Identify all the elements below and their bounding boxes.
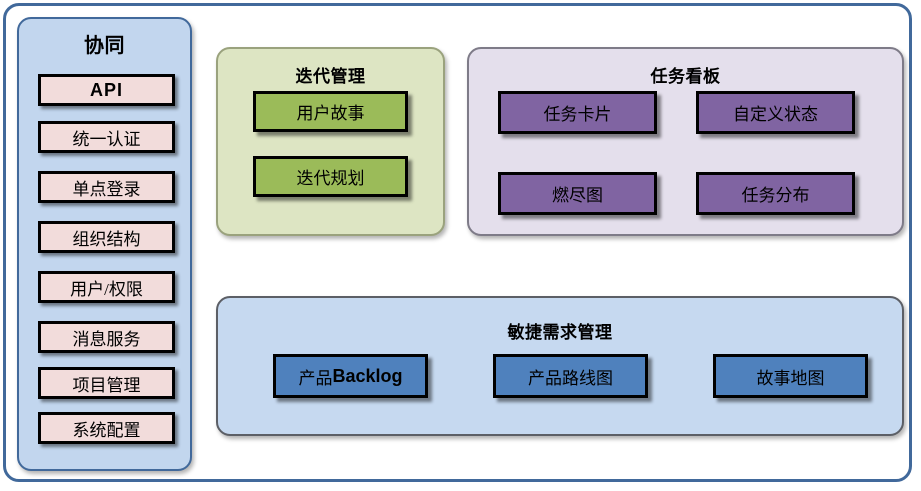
agile-item-story-map[interactable]: 故事地图 [713, 354, 868, 398]
sidebar-panel-collaboration[interactable]: 协同 API 统一认证 单点登录 组织结构 用户/权限 消息服务 项目管理 系统… [17, 17, 192, 471]
iteration-panel-title: 迭代管理 [295, 67, 366, 86]
agile-item-product-backlog-latin: Backlog [332, 365, 403, 386]
sidebar-item-user-permission[interactable]: 用户/权限 [38, 271, 175, 303]
task-board-panel[interactable]: 任务看板 任务卡片 自定义状态 燃尽图 任务分布 [467, 47, 904, 236]
sidebar-item-org-structure[interactable]: 组织结构 [38, 221, 175, 253]
taskboard-item-custom-status[interactable]: 自定义状态 [696, 91, 855, 134]
sidebar-item-system-config[interactable]: 系统配置 [38, 412, 175, 444]
outer-frame-border [3, 3, 912, 482]
sidebar-item-message-service[interactable]: 消息服务 [38, 321, 175, 353]
agile-panel-title: 敏捷需求管理 [507, 323, 613, 342]
task-board-panel-title: 任务看板 [650, 67, 721, 86]
sidebar-item-api[interactable]: API [38, 74, 175, 106]
taskboard-item-task-distribution[interactable]: 任务分布 [696, 172, 855, 215]
sidebar-title: 协同 [84, 35, 125, 57]
sidebar-item-unified-auth[interactable]: 统一认证 [38, 121, 175, 153]
iteration-management-panel[interactable]: 迭代管理 用户故事 迭代规划 [216, 47, 445, 236]
agile-item-product-backlog-cn: 产品 [298, 368, 333, 388]
agile-item-product-roadmap[interactable]: 产品路线图 [493, 354, 648, 398]
sidebar-item-sso[interactable]: 单点登录 [38, 171, 175, 203]
iteration-item-user-story[interactable]: 用户故事 [253, 91, 408, 132]
iteration-item-iteration-plan[interactable]: 迭代规划 [253, 156, 408, 197]
taskboard-item-task-card[interactable]: 任务卡片 [498, 91, 657, 134]
taskboard-item-burndown-chart[interactable]: 燃尽图 [498, 172, 657, 215]
sidebar-item-project-mgmt[interactable]: 项目管理 [38, 367, 175, 399]
